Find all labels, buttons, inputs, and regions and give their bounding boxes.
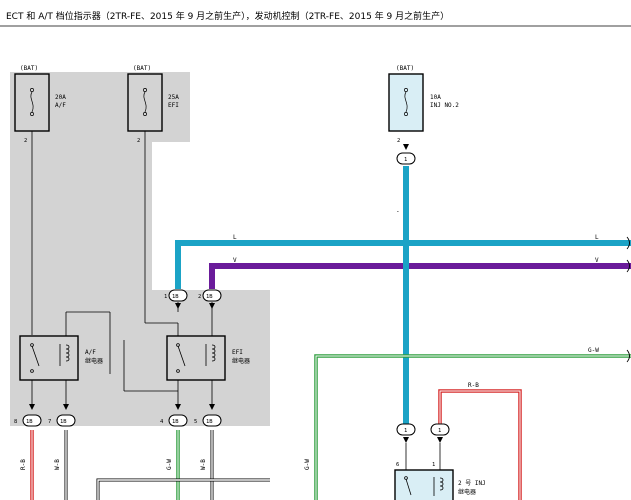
- connector-inj-bottom-2: 1: [430, 423, 450, 443]
- relay-efi-coil-icon: [205, 344, 216, 366]
- wire-rb-label: R-B: [468, 382, 479, 389]
- svg-text:5: 5: [194, 419, 197, 425]
- relay-af-box: [19, 335, 79, 381]
- fuse-efi-source: (BAT): [133, 65, 151, 72]
- fuse-inj-rating: 10A: [430, 94, 441, 101]
- connector-inj-top: 1: [396, 144, 416, 165]
- fuse-efi-name: EFI: [168, 102, 179, 109]
- wire-bottom-2-label: W-B: [54, 459, 61, 470]
- relay-efi-sub: 继电器: [232, 357, 250, 365]
- svg-text:1B: 1B: [206, 419, 213, 425]
- wire-bottom-3-label: G-W: [166, 459, 173, 470]
- colored-wires: [30, 166, 631, 500]
- connector-c2-top: 2 1B: [198, 289, 222, 309]
- fuse-efi-icon: [143, 88, 147, 116]
- relay-af-coil-icon: [59, 344, 70, 366]
- relay-efi-box: [166, 335, 226, 381]
- wire-bottom-4-label: W-B: [200, 459, 207, 470]
- wire-gw: [314, 354, 631, 500]
- wire-v: [209, 263, 631, 289]
- wire-l-label-left: L: [233, 234, 237, 241]
- relay-af-name: A/F: [85, 349, 96, 356]
- relay-efi-name: EFI: [232, 349, 243, 356]
- wire-l: [175, 240, 631, 289]
- wire-gw-vertical-label: G-W: [304, 459, 311, 470]
- fuse-af-source: (BAT): [20, 65, 38, 72]
- svg-text:1B: 1B: [172, 294, 179, 300]
- connector-c4: 4 1B: [160, 404, 188, 427]
- relay-inj-name: 2 号 INJ: [458, 480, 486, 487]
- relay-inj-switch-icon: [404, 476, 412, 496]
- inj-relay-pin-6: 6: [396, 462, 399, 468]
- fuse-inj-source: (BAT): [396, 65, 414, 72]
- relay-af-sub: 继电器: [85, 357, 103, 365]
- wire-l-label-right: L: [595, 234, 599, 241]
- svg-text:1B: 1B: [60, 419, 67, 425]
- svg-text:1B: 1B: [26, 419, 33, 425]
- svg-text:1: 1: [164, 294, 167, 300]
- connector-inj-bottom-1: 1: [396, 423, 416, 443]
- svg-text:1B: 1B: [172, 419, 179, 425]
- diagram-title: ECT 和 A/T 档位指示器（2TR-FE、2015 年 9 月之前生产），发…: [6, 10, 449, 22]
- svg-text:1: 1: [404, 157, 407, 163]
- fuse-efi-rating: 25A: [168, 94, 179, 101]
- wire-inj-mark: -: [396, 208, 400, 215]
- wire-bottom-loop: [96, 478, 270, 500]
- fuse-af-pin: 2: [24, 138, 27, 144]
- connector-c5: 5 1B: [194, 404, 222, 427]
- svg-text:2: 2: [198, 294, 201, 300]
- inj-relay-pin-1: 1: [432, 462, 435, 468]
- fuse-inj-pin: 2: [397, 138, 400, 144]
- wire-v-label-left: V: [233, 257, 237, 264]
- fuse-inj-name: INJ NO.2: [430, 102, 459, 109]
- relay-af-switch-icon: [30, 343, 40, 373]
- svg-text:4: 4: [160, 419, 164, 425]
- svg-text:1: 1: [438, 428, 441, 434]
- fuse-af-rating: 20A: [55, 94, 66, 101]
- wire-v-label-right: V: [595, 257, 599, 264]
- wire-end-markers: [626, 236, 630, 363]
- fuse-inj-icon: [404, 88, 408, 116]
- relay-inj-sub: 继电器: [458, 488, 476, 496]
- relay-inj-coil-icon: [433, 477, 444, 496]
- wire-bottom-1-label: R-B: [20, 459, 27, 470]
- relay-efi-switch-icon: [176, 343, 186, 373]
- fuse-af-name: A/F: [55, 102, 66, 109]
- svg-text:7: 7: [48, 419, 51, 425]
- connector-c7: 7 1B: [48, 404, 76, 427]
- connector-c1-top: 1 1B: [164, 289, 188, 309]
- wire-gw-label: G-W: [588, 347, 599, 354]
- svg-text:8: 8: [14, 419, 17, 425]
- fuse-efi-pin: 2: [137, 138, 140, 144]
- fuse-af-icon: [30, 88, 34, 116]
- relay-inj-box: [394, 469, 454, 500]
- svg-text:1B: 1B: [206, 294, 213, 300]
- shaded-fuse-relay-block: [10, 72, 270, 426]
- svg-text:1: 1: [404, 428, 407, 434]
- connector-c8: 8 1B: [14, 404, 42, 427]
